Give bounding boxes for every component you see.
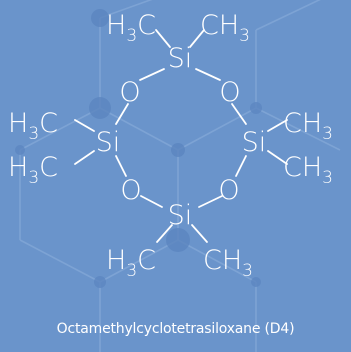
methyl-right-lower: CH3 bbox=[283, 152, 333, 188]
svg-text:CH3: CH3 bbox=[203, 245, 253, 281]
silicon-right: Si bbox=[242, 127, 267, 158]
silicon-bottom: Si bbox=[168, 200, 193, 231]
methyl-right-upper: CH3 bbox=[283, 108, 333, 144]
svg-text:H3C: H3C bbox=[106, 245, 156, 281]
methyl-left-upper: H3C bbox=[8, 108, 58, 144]
oxygen-top-left: O bbox=[119, 77, 140, 108]
svg-text:H3C: H3C bbox=[8, 152, 58, 188]
methyl-bottom-left: H3C bbox=[106, 245, 156, 281]
methyl-top-right: CH3 bbox=[200, 10, 250, 46]
svg-text:CH3: CH3 bbox=[283, 152, 333, 188]
oxygen-bottom-right: O bbox=[218, 175, 239, 206]
molecule-name: Octamethylcyclotetrasiloxane (D4) bbox=[56, 321, 295, 337]
svg-text:H3C: H3C bbox=[106, 10, 156, 46]
bonds bbox=[74, 29, 288, 243]
background-network bbox=[19, 0, 341, 352]
ring-atoms: Si O O Si Si O O Si bbox=[96, 43, 267, 231]
methyl-bottom-right: CH3 bbox=[203, 245, 253, 281]
silicon-left: Si bbox=[96, 127, 121, 158]
methyl-top-left: H3C bbox=[106, 10, 156, 46]
svg-text:H3C: H3C bbox=[8, 108, 58, 144]
background-nodes bbox=[15, 9, 262, 288]
silicon-top: Si bbox=[168, 43, 193, 74]
oxygen-bottom-left: O bbox=[120, 175, 141, 206]
methyl-left-lower: H3C bbox=[8, 152, 58, 188]
svg-text:CH3: CH3 bbox=[283, 108, 333, 144]
svg-text:CH3: CH3 bbox=[200, 10, 250, 46]
oxygen-top-right: O bbox=[219, 77, 240, 108]
